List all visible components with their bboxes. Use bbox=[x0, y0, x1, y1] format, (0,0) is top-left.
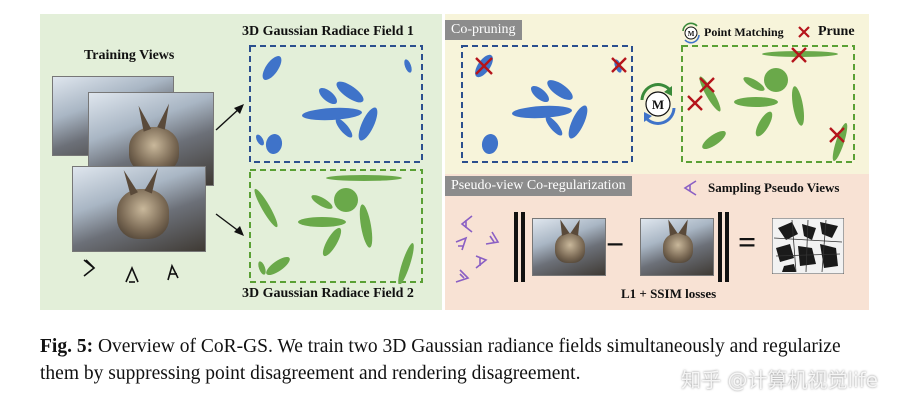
gaussian-blob bbox=[699, 76, 721, 112]
gaussian-blob bbox=[734, 97, 778, 107]
gaussian-blob bbox=[254, 188, 278, 228]
co-pruning-field-green bbox=[681, 45, 855, 163]
pseudo-view-cameras bbox=[455, 215, 500, 283]
gaussian-blob bbox=[318, 87, 338, 105]
gaussian-blob bbox=[404, 59, 412, 73]
gaussian-blob bbox=[832, 122, 848, 162]
gaussian-blob bbox=[256, 134, 264, 146]
figure-caption: Fig. 5: Overview of CoR-GS. We train two… bbox=[40, 333, 880, 387]
minus-symbol: − bbox=[606, 226, 625, 262]
svg-text:M: M bbox=[688, 30, 695, 38]
camera-icon bbox=[125, 265, 139, 283]
pseudo-camera-icon bbox=[460, 215, 473, 233]
norm-bar-right-1 bbox=[718, 212, 722, 282]
rendered-image-1 bbox=[532, 218, 606, 276]
prune-mark bbox=[791, 47, 807, 63]
gaussian-blob bbox=[265, 134, 283, 154]
gaussian-blob bbox=[359, 204, 373, 248]
sampling-label: Sampling Pseudo Views bbox=[708, 180, 840, 195]
prune-label: Prune bbox=[818, 24, 855, 39]
norm-bar-left-2 bbox=[521, 212, 525, 282]
gaussian-blob bbox=[530, 85, 550, 103]
gaussian-blob bbox=[398, 243, 414, 284]
camera-icon bbox=[85, 259, 95, 269]
co-pruning-tag: Co-pruning bbox=[445, 20, 522, 40]
gaussian-blob bbox=[302, 107, 362, 121]
point-matching-symbol: M bbox=[640, 83, 676, 125]
gaussian-blob bbox=[545, 116, 563, 136]
rendered-image-2 bbox=[640, 218, 714, 276]
gaussian-blob bbox=[258, 261, 266, 275]
gaussian-blob bbox=[568, 105, 588, 139]
gaussian-blob bbox=[764, 68, 788, 92]
arrow-to-field1 bbox=[215, 104, 244, 131]
training-views-label: Training Views bbox=[84, 48, 175, 63]
camera-icon bbox=[167, 263, 179, 281]
svg-text:M: M bbox=[652, 97, 664, 112]
caption-text: Overview of CoR-GS. We train two 3D Gaus… bbox=[40, 336, 841, 384]
co-pruning-field-blue bbox=[461, 45, 633, 163]
gaussian-blob bbox=[326, 175, 402, 181]
gaussian-blob bbox=[266, 256, 290, 276]
pseudo-view-tag: Pseudo-view Co-regularization bbox=[445, 176, 632, 196]
gaussian-blob bbox=[311, 195, 333, 209]
pseudo-view-legend-icon bbox=[683, 180, 697, 196]
norm-bar-left-1 bbox=[514, 212, 518, 282]
pseudo-camera-icon bbox=[475, 255, 488, 269]
gaussian-blob bbox=[512, 105, 572, 119]
loss-label: L1 + SSIM losses bbox=[621, 286, 717, 301]
pseudo-camera-icon bbox=[455, 236, 468, 251]
gaussian-blob bbox=[547, 80, 573, 100]
gaussian-blob bbox=[702, 130, 726, 150]
prune-mark bbox=[829, 127, 845, 143]
prune-mark bbox=[611, 57, 627, 73]
training-photo-front bbox=[72, 166, 206, 252]
gaussian-field-1 bbox=[249, 45, 423, 163]
gaussian-blob bbox=[481, 134, 499, 154]
gaussian-blob bbox=[336, 81, 364, 103]
pseudo-camera-icon bbox=[455, 269, 470, 283]
gaussian-blob bbox=[358, 107, 378, 141]
prune-legend-icon bbox=[798, 26, 810, 38]
gaussian-blob bbox=[791, 86, 805, 126]
gaussian-field-2 bbox=[249, 169, 423, 284]
gaussian-blob bbox=[334, 188, 358, 212]
field1-label: 3D Gaussian Radiace Field 1 bbox=[242, 24, 414, 39]
point-matching-icon: M bbox=[682, 22, 700, 44]
figure-label: Fig. 5: bbox=[40, 336, 94, 357]
watermark: 知乎 @计算机视觉life bbox=[681, 368, 878, 392]
gaussian-blob bbox=[322, 227, 342, 257]
gaussian-blob bbox=[335, 118, 353, 138]
arrow-to-field2 bbox=[215, 213, 244, 236]
prune-mark bbox=[475, 57, 493, 75]
norm-bar-right-2 bbox=[725, 212, 729, 282]
gaussian-blob bbox=[262, 56, 282, 80]
gaussian-blob bbox=[743, 77, 765, 91]
gaussian-blob bbox=[755, 111, 773, 137]
point-matching-label: Point Matching bbox=[704, 25, 784, 39]
camera-icons bbox=[83, 259, 179, 283]
gaussian-blob bbox=[298, 217, 346, 227]
prune-mark bbox=[699, 77, 715, 93]
prune-mark bbox=[687, 95, 703, 111]
difference-map bbox=[772, 218, 844, 274]
field2-label: 3D Gaussian Radiace Field 2 bbox=[242, 286, 414, 301]
equals-symbol: = bbox=[738, 224, 757, 260]
pseudo-camera-icon bbox=[485, 231, 500, 245]
